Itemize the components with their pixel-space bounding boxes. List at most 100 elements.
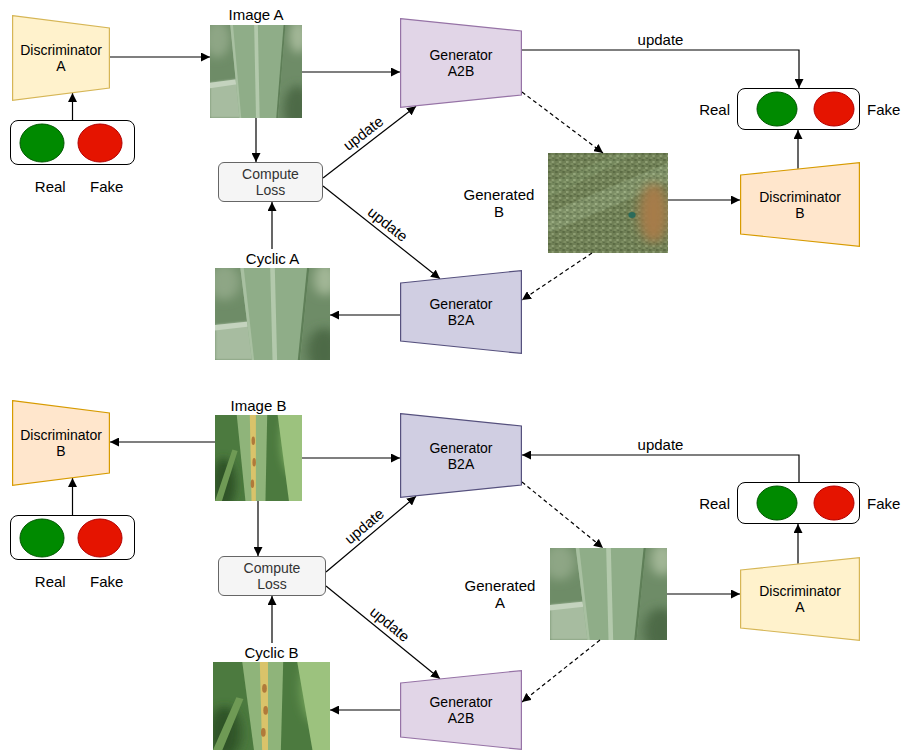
image-panel: Image B xyxy=(215,396,302,501)
leaf-photo xyxy=(208,653,334,755)
loss-box: Compute Loss xyxy=(218,556,326,596)
arrow xyxy=(302,457,400,458)
discriminator-block: Discriminator B xyxy=(740,162,860,247)
fake-dot xyxy=(814,92,854,126)
discriminator-block: Discriminator A xyxy=(740,557,860,641)
node-label: Compute Loss xyxy=(240,166,302,198)
real-dot xyxy=(20,124,64,162)
real-fake-indicator: Real Fake xyxy=(692,482,906,524)
node-label: Discriminator B xyxy=(17,427,105,459)
block-outline xyxy=(741,163,860,247)
arrow xyxy=(522,50,799,88)
node-label: Generator B2A xyxy=(423,440,499,472)
fake-dot xyxy=(78,124,122,162)
arrow xyxy=(326,496,416,572)
block-outline xyxy=(13,16,110,101)
generator-block: Generator A2B xyxy=(400,18,522,108)
image-panel: Image A xyxy=(210,4,302,118)
dashed-arrow xyxy=(522,92,603,153)
arrow xyxy=(271,202,272,249)
edge-label: update xyxy=(636,436,686,453)
real-dot xyxy=(757,92,797,126)
real-fake-indicator: RealFake xyxy=(10,515,135,590)
image-area xyxy=(548,153,668,253)
node-label: Fake xyxy=(860,101,906,118)
node-label: Cyclic A xyxy=(215,249,330,268)
node-label: Cyclic B xyxy=(213,643,330,662)
real-dot xyxy=(757,486,797,520)
arrow xyxy=(323,186,440,279)
dashed-arrow xyxy=(522,253,592,300)
dashed-arrow xyxy=(522,482,603,548)
node-label: Fake xyxy=(79,573,136,590)
indicator-frame xyxy=(737,482,860,524)
indicator-frame xyxy=(10,515,135,560)
image-area xyxy=(210,25,302,118)
block-outline xyxy=(401,19,522,108)
arrow xyxy=(330,314,400,315)
edge-label: update xyxy=(636,31,686,48)
node-label: Generator A2B xyxy=(423,694,499,726)
node-label: Generated B xyxy=(450,186,548,220)
node-label: Real xyxy=(22,573,79,590)
fake-dot xyxy=(78,519,122,557)
arrow xyxy=(302,71,400,72)
arrow xyxy=(522,455,799,482)
image-area xyxy=(213,662,330,750)
real-fake-indicator: RealFake xyxy=(10,120,135,195)
image-area xyxy=(215,415,302,501)
arrow xyxy=(326,586,440,679)
arrow xyxy=(110,56,210,57)
node-label: Image B xyxy=(215,396,302,415)
image-panel: Cyclic A xyxy=(215,249,330,360)
node-label: Real xyxy=(22,178,79,195)
arrow xyxy=(668,199,740,200)
arrow xyxy=(72,93,73,120)
image-area xyxy=(550,548,667,640)
image-panel: Cyclic B xyxy=(213,643,330,750)
block-outline xyxy=(13,401,110,486)
arrow xyxy=(255,118,256,162)
block-outline xyxy=(741,558,860,641)
node-label: Image A xyxy=(210,4,302,25)
discriminator-block: Discriminator B xyxy=(12,400,110,486)
arrow xyxy=(271,596,272,643)
leaf-photo xyxy=(212,406,306,509)
block-outline xyxy=(401,414,522,498)
image-panel: Generated B xyxy=(450,153,668,253)
discriminator-block: Discriminator A xyxy=(12,15,110,101)
fake-dot xyxy=(814,486,854,520)
generator-block: Generator A2B xyxy=(400,670,522,750)
block-outline xyxy=(401,671,522,750)
arrow xyxy=(257,501,258,556)
arrow xyxy=(667,593,740,594)
arrow xyxy=(797,130,798,169)
real-fake-indicator: Real Fake xyxy=(692,88,906,130)
arrow xyxy=(110,441,215,442)
node-label: Generator B2A xyxy=(423,296,499,328)
indicator-frame xyxy=(737,88,860,130)
arrow xyxy=(323,106,416,178)
arrow xyxy=(797,524,798,564)
block-outline xyxy=(401,271,522,354)
node-label: Real xyxy=(692,495,737,512)
image-area xyxy=(215,268,330,360)
node-label: Real xyxy=(692,101,737,118)
node-label: Generator A2B xyxy=(423,47,499,79)
generator-block: Generator B2A xyxy=(400,270,522,354)
node-label: Generated A xyxy=(450,577,550,611)
dashed-arrow xyxy=(522,640,600,702)
loss-box: Compute Loss xyxy=(218,162,323,202)
node-label: Fake xyxy=(79,178,136,195)
indicator-frame xyxy=(10,120,135,165)
arrow xyxy=(72,478,73,515)
leaf-photo xyxy=(543,542,679,653)
node-label: Discriminator A xyxy=(17,42,105,74)
node-label: Discriminator A xyxy=(756,583,844,615)
node-label: Fake xyxy=(860,495,906,512)
leaf-photo xyxy=(208,262,341,373)
leaf-photo xyxy=(548,153,668,253)
node-label: Compute Loss xyxy=(241,560,303,592)
